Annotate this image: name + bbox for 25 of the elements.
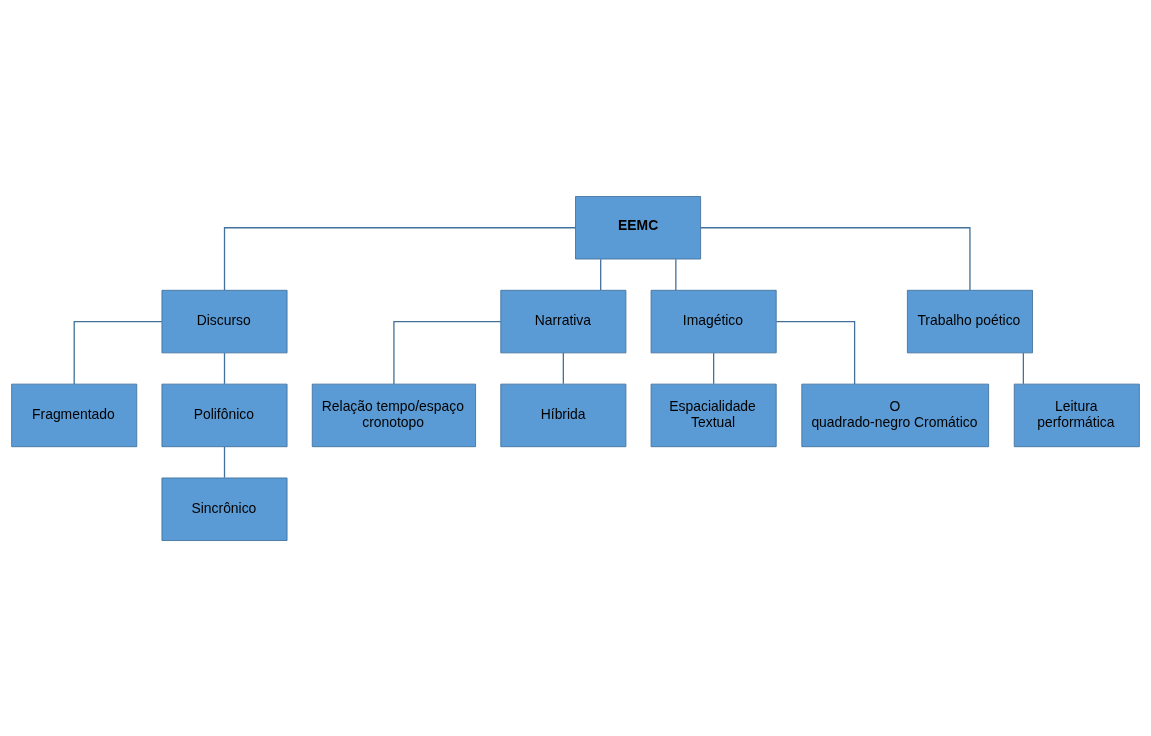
- node-box: Leitura performática: [1013, 383, 1140, 447]
- connector: [600, 258, 602, 291]
- node-box: EEMC: [575, 195, 702, 259]
- node-box: Trabalho poético: [906, 289, 1033, 353]
- node-box: Relação tempo/espaço cronotopo: [311, 383, 477, 447]
- connector: [775, 320, 856, 385]
- node-box: Híbrida: [500, 383, 627, 447]
- connector: [223, 351, 226, 384]
- node-box: Espacialidade Textual: [650, 383, 777, 447]
- connector: [562, 351, 564, 384]
- connector: [393, 320, 502, 385]
- node-box: Narrativa: [500, 289, 627, 353]
- node-box: O quadrado-negro Cromático: [801, 383, 990, 447]
- connector: [73, 320, 163, 385]
- node-box: Imagético: [650, 289, 777, 353]
- node-box: Polifônico: [161, 383, 288, 447]
- node-box: Sincrônico: [161, 477, 288, 541]
- connector: [1022, 351, 1024, 384]
- connector: [675, 258, 677, 291]
- connector: [223, 226, 577, 291]
- node-box: Discurso: [161, 289, 288, 353]
- connector: [700, 226, 971, 291]
- node-box: Fragmentado: [11, 383, 138, 447]
- connector: [713, 351, 715, 384]
- connector: [223, 445, 226, 478]
